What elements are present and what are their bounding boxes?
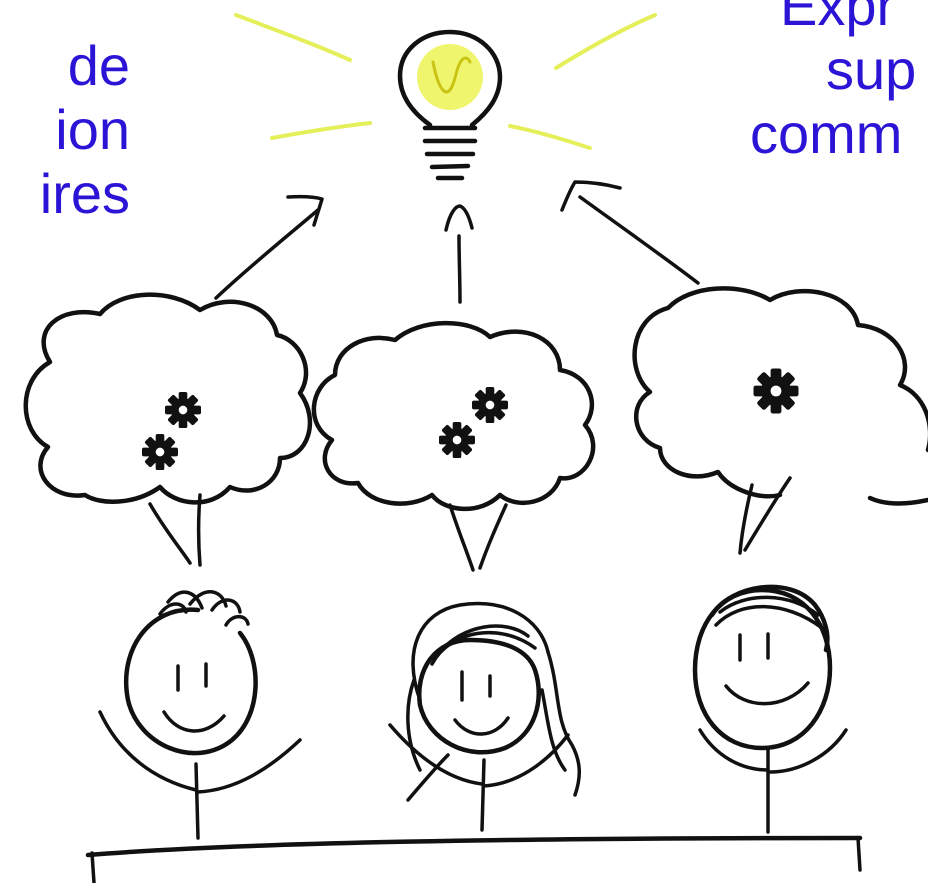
idea-arrows bbox=[214, 180, 700, 304]
person-middle bbox=[388, 602, 581, 832]
left-caption-line-2: ion bbox=[55, 98, 130, 161]
right-caption: Expr sup comm bbox=[690, 0, 916, 166]
gear-icon bbox=[472, 387, 508, 423]
right-caption-line-1: Expr bbox=[780, 0, 896, 37]
thought-cloud-left bbox=[23, 292, 313, 505]
gear-icon bbox=[165, 392, 201, 428]
gear-icon bbox=[753, 368, 799, 414]
thought-cloud-right bbox=[632, 286, 928, 506]
gear-icon bbox=[142, 434, 178, 470]
left-caption: de ion ires bbox=[0, 34, 130, 226]
table bbox=[85, 835, 863, 883]
right-caption-line-2: sup bbox=[826, 38, 917, 101]
left-caption-line-3: ires bbox=[39, 162, 130, 225]
right-caption-line-3: comm bbox=[750, 102, 903, 165]
cloud-tails bbox=[148, 476, 792, 572]
gear-icon bbox=[439, 422, 475, 458]
lightbulb-icon bbox=[397, 29, 503, 181]
person-right bbox=[692, 584, 848, 834]
left-caption-line-1: de bbox=[67, 34, 130, 97]
person-left bbox=[98, 590, 302, 840]
thought-cloud-middle bbox=[311, 320, 596, 512]
light-rays bbox=[234, 13, 657, 150]
